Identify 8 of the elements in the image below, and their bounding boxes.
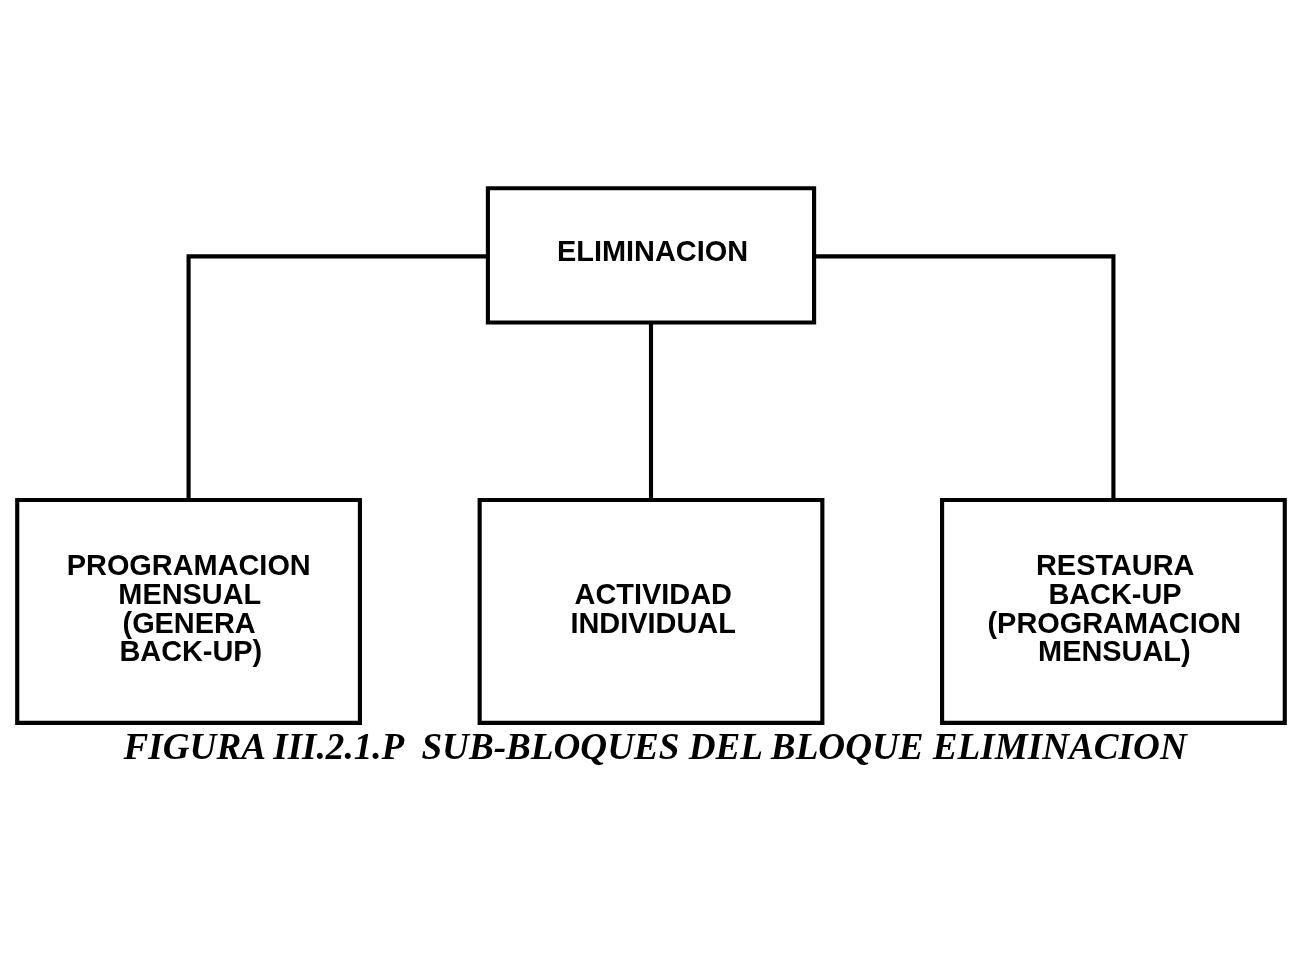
node-box: PROGRAMACION MENSUAL (GENERA BACK-UP) xyxy=(15,497,362,725)
connector xyxy=(814,253,1116,499)
node-box: RESTAURA BACK-UP (PROGRAMACION MENSUAL) xyxy=(940,497,1287,725)
node-box: ACTIVIDAD INDIVIDUAL xyxy=(477,497,825,725)
node-box: ELIMINACION xyxy=(485,185,817,324)
connector xyxy=(648,322,654,500)
connector xyxy=(186,253,488,499)
caption: FIGURA III.2.1.P SUB-BLOQUES DEL BLOQUE ELIMINACION xyxy=(123,725,1187,767)
